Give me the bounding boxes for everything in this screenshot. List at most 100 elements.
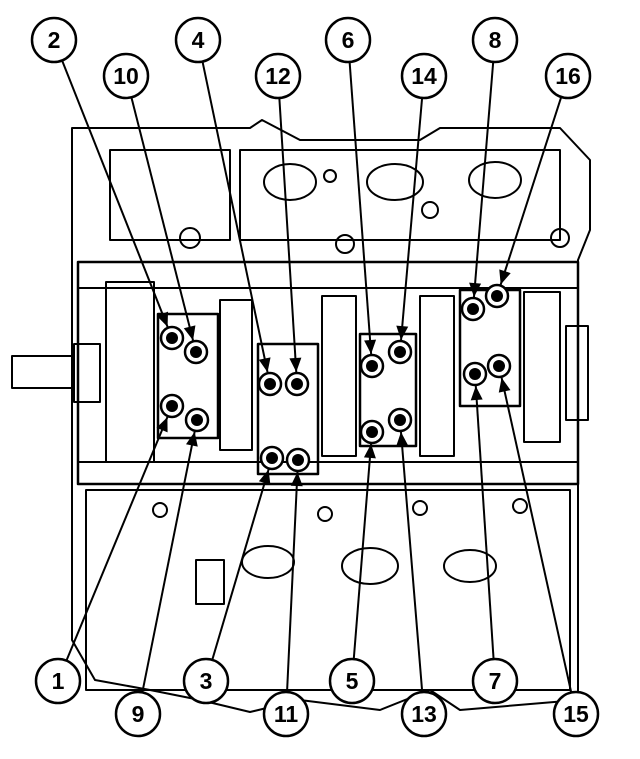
- bolt-9: [159, 393, 185, 419]
- block-outline: [71, 119, 591, 713]
- leader-9: [141, 431, 196, 693]
- bearing-cap-2: [156, 312, 220, 440]
- bearing-cap-3: [256, 342, 320, 476]
- callout-circle: [328, 657, 376, 705]
- callout-9: 9: [114, 690, 162, 738]
- callout-circle: [30, 16, 78, 64]
- lower-boss-2: [317, 506, 333, 522]
- lower-boss-4: [512, 498, 528, 514]
- callout-label: 11: [274, 701, 299, 727]
- arrowhead-6: [364, 339, 377, 355]
- bolt-16: [486, 353, 512, 379]
- callout-label: 4: [192, 27, 205, 53]
- bolt-4: [284, 371, 310, 397]
- callout-10: 10: [102, 52, 150, 100]
- callout-circle: [544, 52, 592, 100]
- leader-8: [472, 61, 495, 298]
- leader-6: [348, 61, 373, 355]
- callout-5: 5: [328, 657, 376, 705]
- leader-11: [286, 471, 299, 693]
- arrowhead-3: [258, 469, 271, 485]
- callout-8: 8: [471, 16, 519, 64]
- arrowhead-15: [498, 377, 511, 393]
- callout-circle: [114, 690, 162, 738]
- leader-5: [352, 443, 373, 660]
- journal-4: [523, 291, 561, 443]
- upper-casting: [239, 149, 561, 241]
- callout-circle: [254, 52, 302, 100]
- arrowhead-5: [363, 443, 376, 459]
- bolt-5: [359, 353, 385, 379]
- callout-1: 1: [34, 657, 82, 705]
- callout-circle: [400, 52, 448, 100]
- callout-14: 14: [400, 52, 448, 100]
- lower-bore-3: [443, 549, 497, 583]
- bolt-10: [184, 407, 210, 433]
- leader-10: [130, 97, 195, 341]
- bolt-2: [183, 339, 209, 365]
- callout-label: 12: [265, 63, 291, 89]
- bolt-14: [387, 407, 413, 433]
- leader-12: [278, 97, 298, 373]
- bore-3: [468, 161, 522, 199]
- lower-boss-1: [152, 502, 168, 518]
- callout-circle: [552, 690, 600, 738]
- callout-label: 15: [563, 701, 589, 727]
- callout-4: 4: [174, 16, 222, 64]
- upper-boss-2: [335, 234, 355, 254]
- callout-label: 13: [411, 701, 437, 727]
- bore-2: [366, 163, 424, 201]
- arrowhead-12: [289, 357, 302, 373]
- leader-1: [65, 416, 169, 662]
- callout-circle: [324, 16, 372, 64]
- callout-6: 6: [324, 16, 372, 64]
- arrowhead-16: [499, 269, 511, 285]
- lower-bore-2: [341, 547, 399, 585]
- leader-2: [61, 60, 169, 328]
- arrowhead-10: [183, 325, 196, 341]
- callout-11: 11: [262, 690, 310, 738]
- callout-13: 13: [400, 690, 448, 738]
- upper-head: [109, 149, 231, 241]
- leader-13: [399, 431, 424, 693]
- arrowhead-9: [186, 431, 198, 447]
- bolt-15: [462, 361, 488, 387]
- main-deck: [76, 260, 580, 486]
- callout-12: 12: [254, 52, 302, 100]
- callout-circle: [174, 16, 222, 64]
- callout-label: 14: [411, 63, 437, 89]
- callout-3: 3: [182, 657, 230, 705]
- callout-label: 6: [342, 27, 355, 53]
- leader-lines: [61, 60, 573, 693]
- callout-7: 7: [471, 657, 519, 705]
- arrowhead-13: [396, 431, 409, 447]
- bolt-layer: [159, 283, 512, 473]
- arrowhead-2: [156, 311, 169, 327]
- arrowhead-8: [469, 282, 482, 298]
- callout-circle: [262, 690, 310, 738]
- journal-3: [419, 295, 455, 457]
- callout-label: 7: [489, 668, 502, 694]
- arrowhead-7: [470, 385, 483, 401]
- arrowhead-14: [396, 325, 409, 341]
- callout-label: 2: [48, 27, 61, 53]
- callout-label: 3: [200, 668, 213, 694]
- journal-2: [321, 295, 357, 457]
- bolt-1: [159, 325, 185, 351]
- callout-circle: [471, 657, 519, 705]
- bearing-cap-4: [358, 332, 418, 448]
- callout-circle: [471, 16, 519, 64]
- lower-bracket: [195, 559, 225, 605]
- leader-16: [499, 96, 563, 285]
- journal-1: [219, 299, 253, 451]
- bore-1: [263, 163, 317, 201]
- callout-15: 15: [552, 690, 600, 738]
- engine-block: [11, 119, 591, 713]
- arrowhead-11: [290, 471, 303, 487]
- leader-14: [400, 97, 424, 341]
- upper-boss-4: [550, 228, 570, 248]
- upper-boss-3: [421, 201, 439, 219]
- callout-circle: [182, 657, 230, 705]
